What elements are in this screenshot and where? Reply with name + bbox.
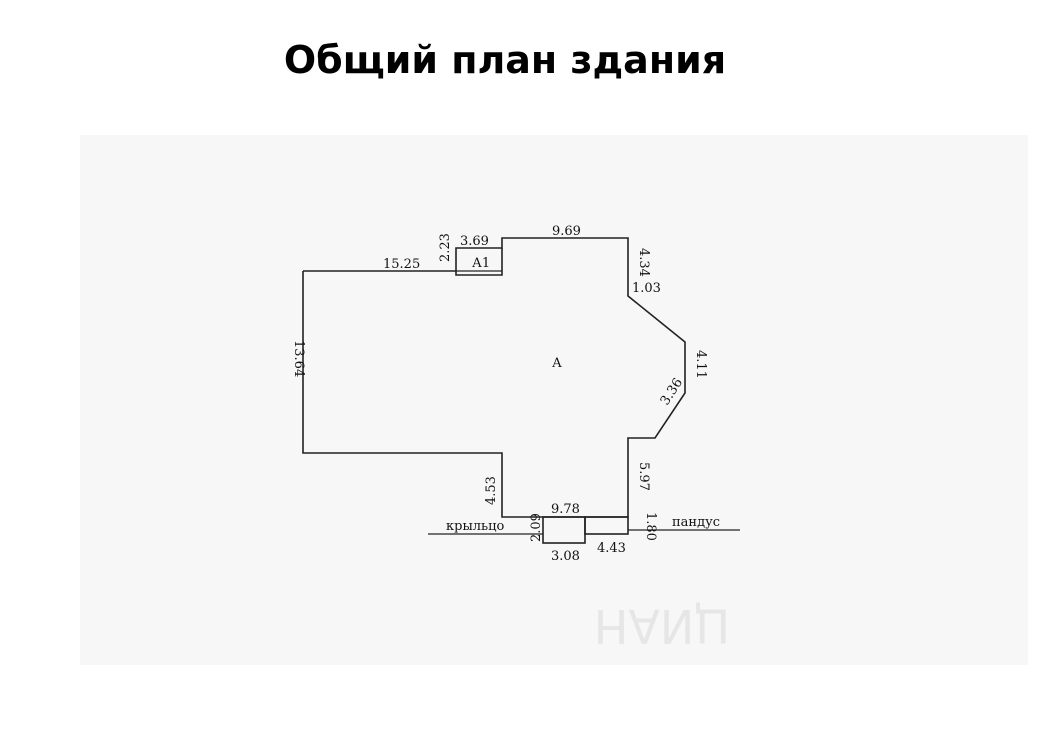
ramp-label: пандус: [672, 515, 720, 530]
dim-top-right: 9.69: [552, 224, 581, 239]
dim-left-lower: 4.53: [484, 476, 499, 505]
page-title: Общий план здания: [283, 38, 727, 82]
dim-right-lower: 5.97: [636, 462, 651, 491]
porch-label: крыльцо: [446, 519, 504, 534]
porch-outline: [542, 516, 586, 544]
room-label-annex: А1: [472, 256, 490, 271]
dim-right-upper: 4.34: [636, 248, 651, 277]
dim-annex-width: 3.69: [460, 234, 489, 249]
dim-ramp-width: 4.43: [597, 541, 626, 556]
ramp-outline: [584, 516, 629, 535]
dim-right-bay: 4.11: [693, 350, 708, 379]
building-outline: [302, 237, 686, 518]
dim-porch-width: 3.08: [551, 549, 580, 564]
dim-annex-height: 2.23: [438, 233, 453, 262]
dim-top-left: 15.25: [383, 257, 420, 272]
dim-left-height: 13.64: [291, 340, 306, 377]
annex-outline: [455, 248, 503, 276]
dim-right-diagonal: 3.36: [658, 376, 686, 408]
dim-ramp-height: 1.80: [643, 512, 658, 541]
room-label-main: А: [552, 356, 562, 371]
watermark: ЦИАН: [594, 599, 730, 653]
dim-right-step: 1.03: [632, 281, 661, 296]
dim-bottom: 9.78: [551, 502, 580, 517]
dim-porch-height: 2.09: [529, 513, 544, 542]
scan-background: [80, 135, 1028, 665]
